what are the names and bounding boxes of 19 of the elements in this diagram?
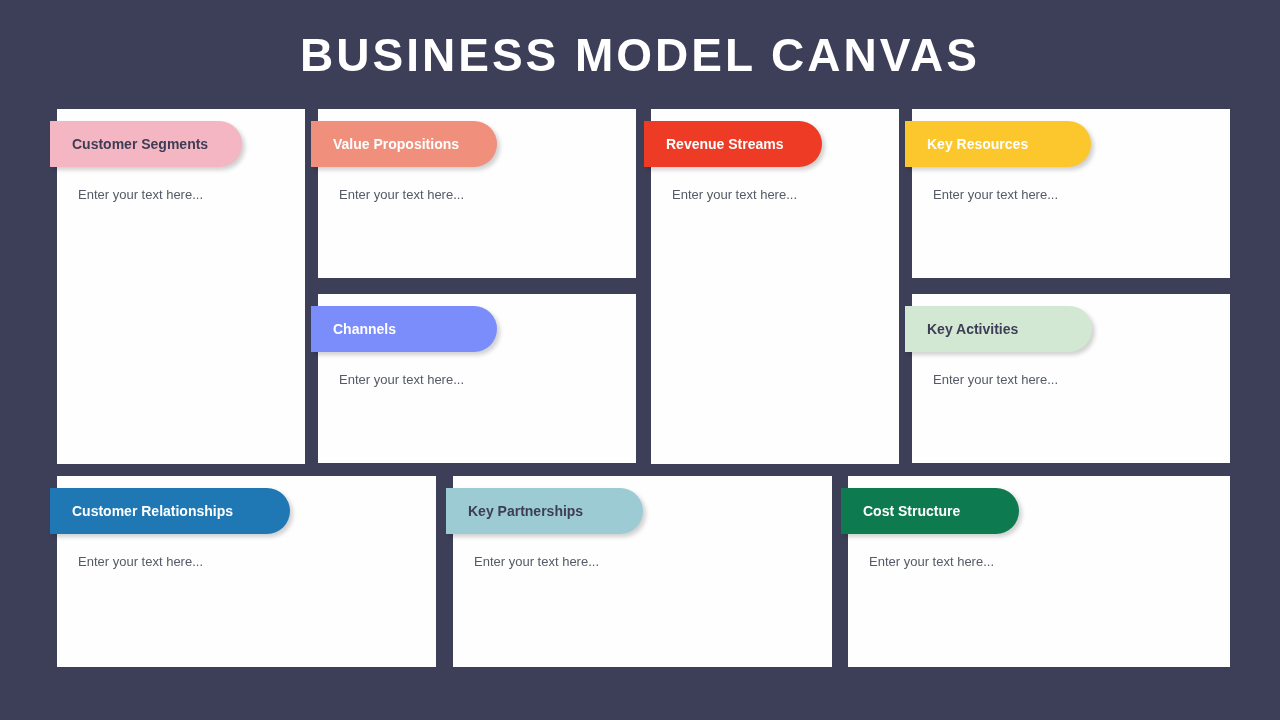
placeholder-text: Enter your text here... [78,554,203,569]
section-tab: Customer Relationships [50,488,290,534]
placeholder-text: Enter your text here... [474,554,599,569]
placeholder-text: Enter your text here... [869,554,994,569]
placeholder-text: Enter your text here... [78,187,203,202]
placeholder-text: Enter your text here... [339,187,464,202]
section-tab: Key Activities [905,306,1092,352]
section-tab: Cost Structure [841,488,1019,534]
placeholder-text: Enter your text here... [339,372,464,387]
section-tab: Revenue Streams [644,121,822,167]
section-tab: Key Resources [905,121,1091,167]
section-tab: Key Partnerships [446,488,643,534]
section-tab: Value Propositions [311,121,497,167]
section-tab: Channels [311,306,497,352]
placeholder-text: Enter your text here... [933,187,1058,202]
section-tab: Customer Segments [50,121,242,167]
placeholder-text: Enter your text here... [672,187,797,202]
page-title: BUSINESS MODEL CANVAS [300,29,980,81]
placeholder-text: Enter your text here... [933,372,1058,387]
